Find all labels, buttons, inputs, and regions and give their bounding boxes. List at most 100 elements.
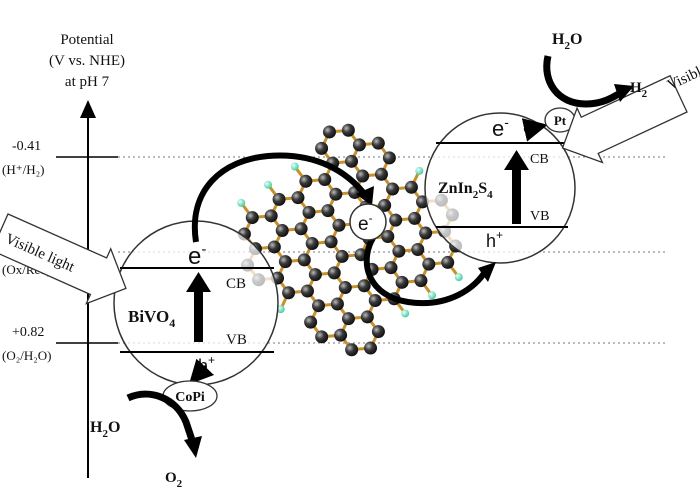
carbon-atom	[338, 281, 352, 295]
bivo4-electron: e-	[188, 241, 206, 270]
level-o2-couple: (O₂/H₂O)	[2, 348, 52, 363]
electron-transfer-arcs: e-	[191, 152, 496, 307]
axis-title-line2: (V vs. NHE)	[49, 53, 125, 69]
axis-title-line1: Potential	[60, 32, 113, 48]
carbon-atom	[312, 299, 326, 313]
carbon-atom	[297, 253, 311, 267]
o2-product: O2	[165, 470, 183, 490]
mediator-electron	[349, 203, 387, 241]
carbon-atom	[384, 261, 398, 275]
hydrogen-evolution: H2O H2	[543, 31, 648, 108]
hydrogen-atom	[454, 273, 463, 282]
carbon-atom	[315, 330, 329, 344]
carbon-atom	[419, 226, 433, 240]
carbon-atom	[360, 310, 374, 324]
carbon-atom	[330, 297, 344, 311]
carbon-atom	[282, 286, 296, 300]
znin2s4-electron: e-	[492, 114, 509, 141]
carbon-atom	[404, 180, 418, 194]
pt-label: Pt	[554, 113, 567, 128]
carbon-atom	[371, 136, 385, 150]
carbon-atom	[352, 138, 366, 152]
level-o2-value: +0.82	[12, 325, 44, 340]
carbon-atom	[395, 275, 409, 289]
carbon-atom	[264, 209, 278, 223]
hydrogen-atom	[401, 309, 410, 318]
axis-title-line3: at pH 7	[65, 74, 110, 90]
carbon-atom	[334, 328, 348, 342]
carbon-atom	[345, 343, 359, 357]
carbon-atom	[411, 242, 425, 256]
carbon-atom	[345, 154, 359, 168]
arc-bivo4-to-graphene	[191, 152, 369, 243]
carbon-atom	[371, 325, 385, 339]
carbon-atom	[308, 268, 322, 282]
znin2s4-cb-label: CB	[530, 152, 549, 167]
carbon-atom	[382, 151, 396, 165]
carbon-atom	[422, 257, 436, 271]
hydrogen-atom	[427, 291, 436, 300]
hydrogen-atom	[237, 198, 246, 207]
carbon-atom	[318, 173, 332, 187]
carbon-atom	[245, 211, 259, 225]
visible-light-arrow-right: Visible light	[561, 48, 700, 164]
carbon-atom	[329, 187, 343, 201]
znin2s4-particle: e- Pt CB VB ZnIn2S4 h+	[424, 107, 576, 264]
carbon-atom	[389, 213, 403, 227]
carbon-atom	[300, 284, 314, 298]
visible-light-right-label: Visible light	[665, 48, 700, 94]
znin2s4-hole: h+	[486, 228, 503, 251]
arc-graphene-to-znin2s4	[363, 234, 489, 307]
znin2s4-vb-label: VB	[530, 209, 549, 224]
znin2s4-name: ZnIn2S4	[438, 180, 493, 201]
carbon-atom	[324, 235, 338, 249]
h2o-left: H2O	[90, 419, 120, 440]
hydrogen-atom	[276, 305, 285, 314]
carbon-atom	[272, 192, 286, 206]
h2-product: H2	[630, 80, 648, 100]
carbon-atom	[341, 312, 355, 326]
carbon-atom	[302, 205, 316, 219]
carbon-atom	[392, 244, 406, 258]
level-h2-couple: (H⁺/H₂)	[2, 162, 44, 177]
carbon-atom	[294, 222, 308, 236]
bivo4-name: BiVO4	[128, 307, 175, 330]
hydrogen-atom	[264, 180, 273, 189]
water-oxidation: H2O O2	[90, 390, 202, 490]
bivo4-particle: e- CB VB BiVO4 h+ CoPi	[113, 220, 279, 412]
carbon-atom	[341, 123, 355, 137]
carbon-atom	[278, 255, 292, 269]
carbon-atom	[275, 224, 289, 238]
carbon-atom	[304, 315, 318, 329]
mediator-electron-label: e-	[358, 211, 373, 235]
level-h2-value: -0.41	[12, 139, 41, 154]
carbon-atom	[332, 218, 346, 232]
carbon-atom	[305, 236, 319, 250]
bivo4-cb-label: CB	[226, 276, 246, 292]
carbon-atom	[315, 141, 329, 155]
carbon-atom	[386, 182, 400, 196]
carbon-atom	[356, 169, 370, 183]
hydrogen-atom	[415, 166, 424, 175]
carbon-atom	[368, 293, 382, 307]
carbon-atom	[327, 266, 341, 280]
carbon-atom	[291, 191, 305, 205]
carbon-atom	[408, 211, 422, 225]
carbon-atom	[267, 240, 281, 254]
carbon-atom	[335, 249, 349, 263]
hydrogen-atom	[290, 162, 299, 171]
carbon-atom	[364, 341, 378, 355]
bivo4-vb-label: VB	[226, 332, 247, 348]
carbon-atom	[357, 279, 371, 293]
carbon-atom	[299, 174, 313, 188]
carbon-atom	[374, 167, 388, 181]
carbon-atom	[378, 198, 392, 212]
carbon-atom	[441, 255, 455, 269]
carbon-atom	[381, 230, 395, 244]
carbon-atom	[322, 125, 336, 139]
copi-label: CoPi	[175, 390, 205, 405]
carbon-atom	[321, 204, 335, 218]
h2o-right: H2O	[552, 31, 582, 52]
bivo4-excitation-arrow	[194, 290, 203, 342]
